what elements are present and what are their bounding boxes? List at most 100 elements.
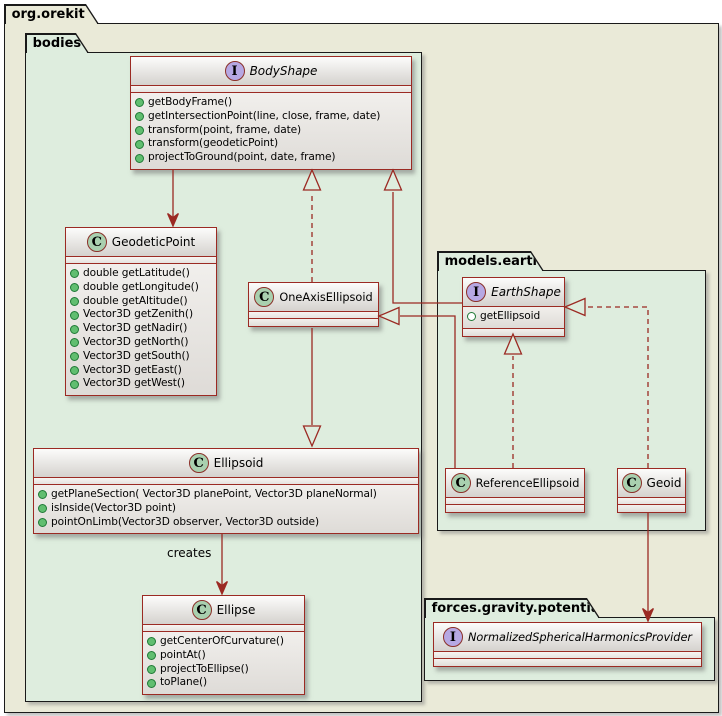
public-method-icon bbox=[70, 324, 79, 334]
public-method-icon bbox=[147, 637, 156, 647]
public-method-icon bbox=[135, 98, 144, 108]
class-title: I BodyShape bbox=[131, 57, 411, 85]
class-title: C Geoid bbox=[618, 469, 685, 497]
public-method-icon bbox=[70, 283, 79, 293]
public-method-icon bbox=[147, 678, 156, 688]
method-label: Vector3D getZenith() bbox=[83, 308, 193, 321]
method-label: getPlaneSection( Vector3D planePoint, Ve… bbox=[51, 488, 377, 500]
methods-compartment bbox=[446, 504, 584, 512]
class-icon: C bbox=[254, 287, 275, 307]
class-box-geoid: C Geoid bbox=[617, 468, 686, 513]
public-method-icon bbox=[135, 125, 144, 135]
method-item: double getLatitude() bbox=[70, 267, 211, 281]
class-icon: C bbox=[188, 453, 209, 473]
methods-compartment: getCenterOfCurvature() pointAt() project… bbox=[143, 631, 304, 695]
method-label: Vector3D getEast() bbox=[83, 363, 182, 376]
methods-compartment: getBodyFrame() getIntersectionPoint(line… bbox=[131, 92, 411, 169]
methods-compartment bbox=[618, 504, 685, 512]
interface-icon: I bbox=[466, 282, 487, 302]
method-item: toPlane() bbox=[147, 676, 299, 690]
method-item: Vector3D getSouth() bbox=[70, 350, 211, 364]
attributes-compartment bbox=[143, 624, 304, 631]
class-icon: C bbox=[191, 600, 212, 620]
public-method-icon bbox=[38, 517, 47, 527]
method-label: isInside(Vector3D point) bbox=[51, 501, 176, 514]
method-label: double getAltitude() bbox=[83, 294, 188, 307]
method-label: getCenterOfCurvature() bbox=[160, 635, 284, 647]
method-label: double getLatitude() bbox=[83, 267, 190, 279]
interface-icon: I bbox=[442, 627, 463, 647]
methods-compartment: getPlaneSection( Vector3D planePoint, Ve… bbox=[34, 484, 418, 534]
attributes-compartment bbox=[34, 477, 418, 484]
method-item: double getAltitude() bbox=[70, 295, 211, 309]
methods-compartment bbox=[249, 318, 378, 326]
method-label: pointOnLimb(Vector3D observer, Vector3D … bbox=[51, 515, 319, 528]
method-label: getIntersectionPoint(line, close, frame,… bbox=[148, 109, 381, 122]
class-name: Geoid bbox=[646, 476, 682, 490]
public-method-icon bbox=[70, 352, 79, 362]
method-item: Vector3D getEast() bbox=[70, 364, 211, 378]
class-name: GeodeticPoint bbox=[111, 235, 196, 249]
package-tab-org-orekit: org.orekit bbox=[4, 4, 99, 24]
class-name: BodyShape bbox=[249, 64, 318, 78]
extra-compartment bbox=[463, 327, 564, 336]
attributes-compartment bbox=[618, 497, 685, 504]
method-item: Vector3D getWest() bbox=[70, 377, 211, 391]
method-item: transform(point, frame, date) bbox=[135, 124, 406, 138]
class-box-oneaxisellipsoid: C OneAxisEllipsoid bbox=[248, 282, 379, 327]
method-item: getCenterOfCurvature() bbox=[147, 635, 299, 649]
class-title: I EarthShape bbox=[463, 278, 564, 306]
package-label: models.earth bbox=[439, 253, 543, 271]
attributes-compartment bbox=[131, 85, 411, 92]
method-label: projectToGround(point, date, frame) bbox=[148, 151, 336, 164]
class-name: OneAxisEllipsoid bbox=[279, 290, 373, 304]
class-icon: C bbox=[86, 232, 107, 252]
class-name: EarthShape bbox=[491, 285, 561, 299]
class-title: C Ellipsoid bbox=[34, 449, 418, 477]
package-tab-models-earth: models.earth bbox=[437, 251, 544, 271]
method-label: double getLongitude() bbox=[83, 280, 199, 293]
method-label: toPlane() bbox=[160, 676, 208, 689]
public-method-icon bbox=[70, 379, 79, 389]
attributes-compartment bbox=[446, 497, 584, 504]
method-item: double getLongitude() bbox=[70, 281, 211, 295]
method-item: transform(geodeticPoint) bbox=[135, 137, 406, 151]
method-item: pointOnLimb(Vector3D observer, Vector3D … bbox=[38, 516, 413, 530]
class-title: C ReferenceEllipsoid bbox=[446, 469, 584, 497]
method-item: Vector3D getNorth() bbox=[70, 336, 211, 350]
public-method-icon bbox=[135, 112, 144, 122]
package-tab-forces-gravity-potential: forces.gravity.potential bbox=[424, 598, 600, 618]
class-box-geodeticpoint: C GeodeticPoint double getLatitude() dou… bbox=[65, 227, 217, 397]
class-name: ReferenceEllipsoid bbox=[475, 476, 580, 490]
methods-compartment bbox=[434, 658, 701, 666]
method-label: transform(geodeticPoint) bbox=[148, 137, 278, 150]
method-item: getIntersectionPoint(line, close, frame,… bbox=[135, 110, 406, 124]
package-label: org.orekit bbox=[6, 6, 98, 24]
class-title: C Ellipse bbox=[143, 596, 304, 624]
package-tab-bodies: bodies bbox=[25, 33, 89, 53]
public-method-icon bbox=[70, 269, 79, 279]
methods-compartment: double getLatitude() double getLongitude… bbox=[66, 263, 216, 396]
method-label: getBodyFrame() bbox=[148, 96, 233, 108]
class-box-referenceellipsoid: C ReferenceEllipsoid bbox=[445, 468, 585, 513]
class-box-normalizedsphericalharmonicsprovider: I NormalizedSphericalHarmonicsProvider bbox=[433, 622, 702, 667]
public-method-icon bbox=[135, 153, 144, 163]
attributes-compartment bbox=[434, 651, 701, 658]
method-item: projectToEllipse() bbox=[147, 663, 299, 677]
public-method-icon bbox=[147, 664, 156, 674]
public-method-icon bbox=[70, 338, 79, 348]
abstract-method-icon bbox=[467, 312, 476, 322]
class-title: C GeodeticPoint bbox=[66, 228, 216, 256]
interface-icon: I bbox=[224, 61, 245, 81]
method-item: Vector3D getZenith() bbox=[70, 308, 211, 322]
package-label: forces.gravity.potential bbox=[426, 600, 599, 618]
method-label: transform(point, frame, date) bbox=[148, 123, 302, 136]
class-name: Ellipsoid bbox=[213, 456, 264, 470]
method-item: pointAt() bbox=[147, 649, 299, 663]
class-box-bodyshape: I BodyShape getBodyFrame() getIntersecti… bbox=[130, 56, 412, 170]
method-label: Vector3D getSouth() bbox=[83, 349, 190, 362]
method-item: projectToGround(point, date, frame) bbox=[135, 151, 406, 165]
class-name: Ellipse bbox=[216, 603, 256, 617]
attributes-compartment bbox=[249, 311, 378, 318]
